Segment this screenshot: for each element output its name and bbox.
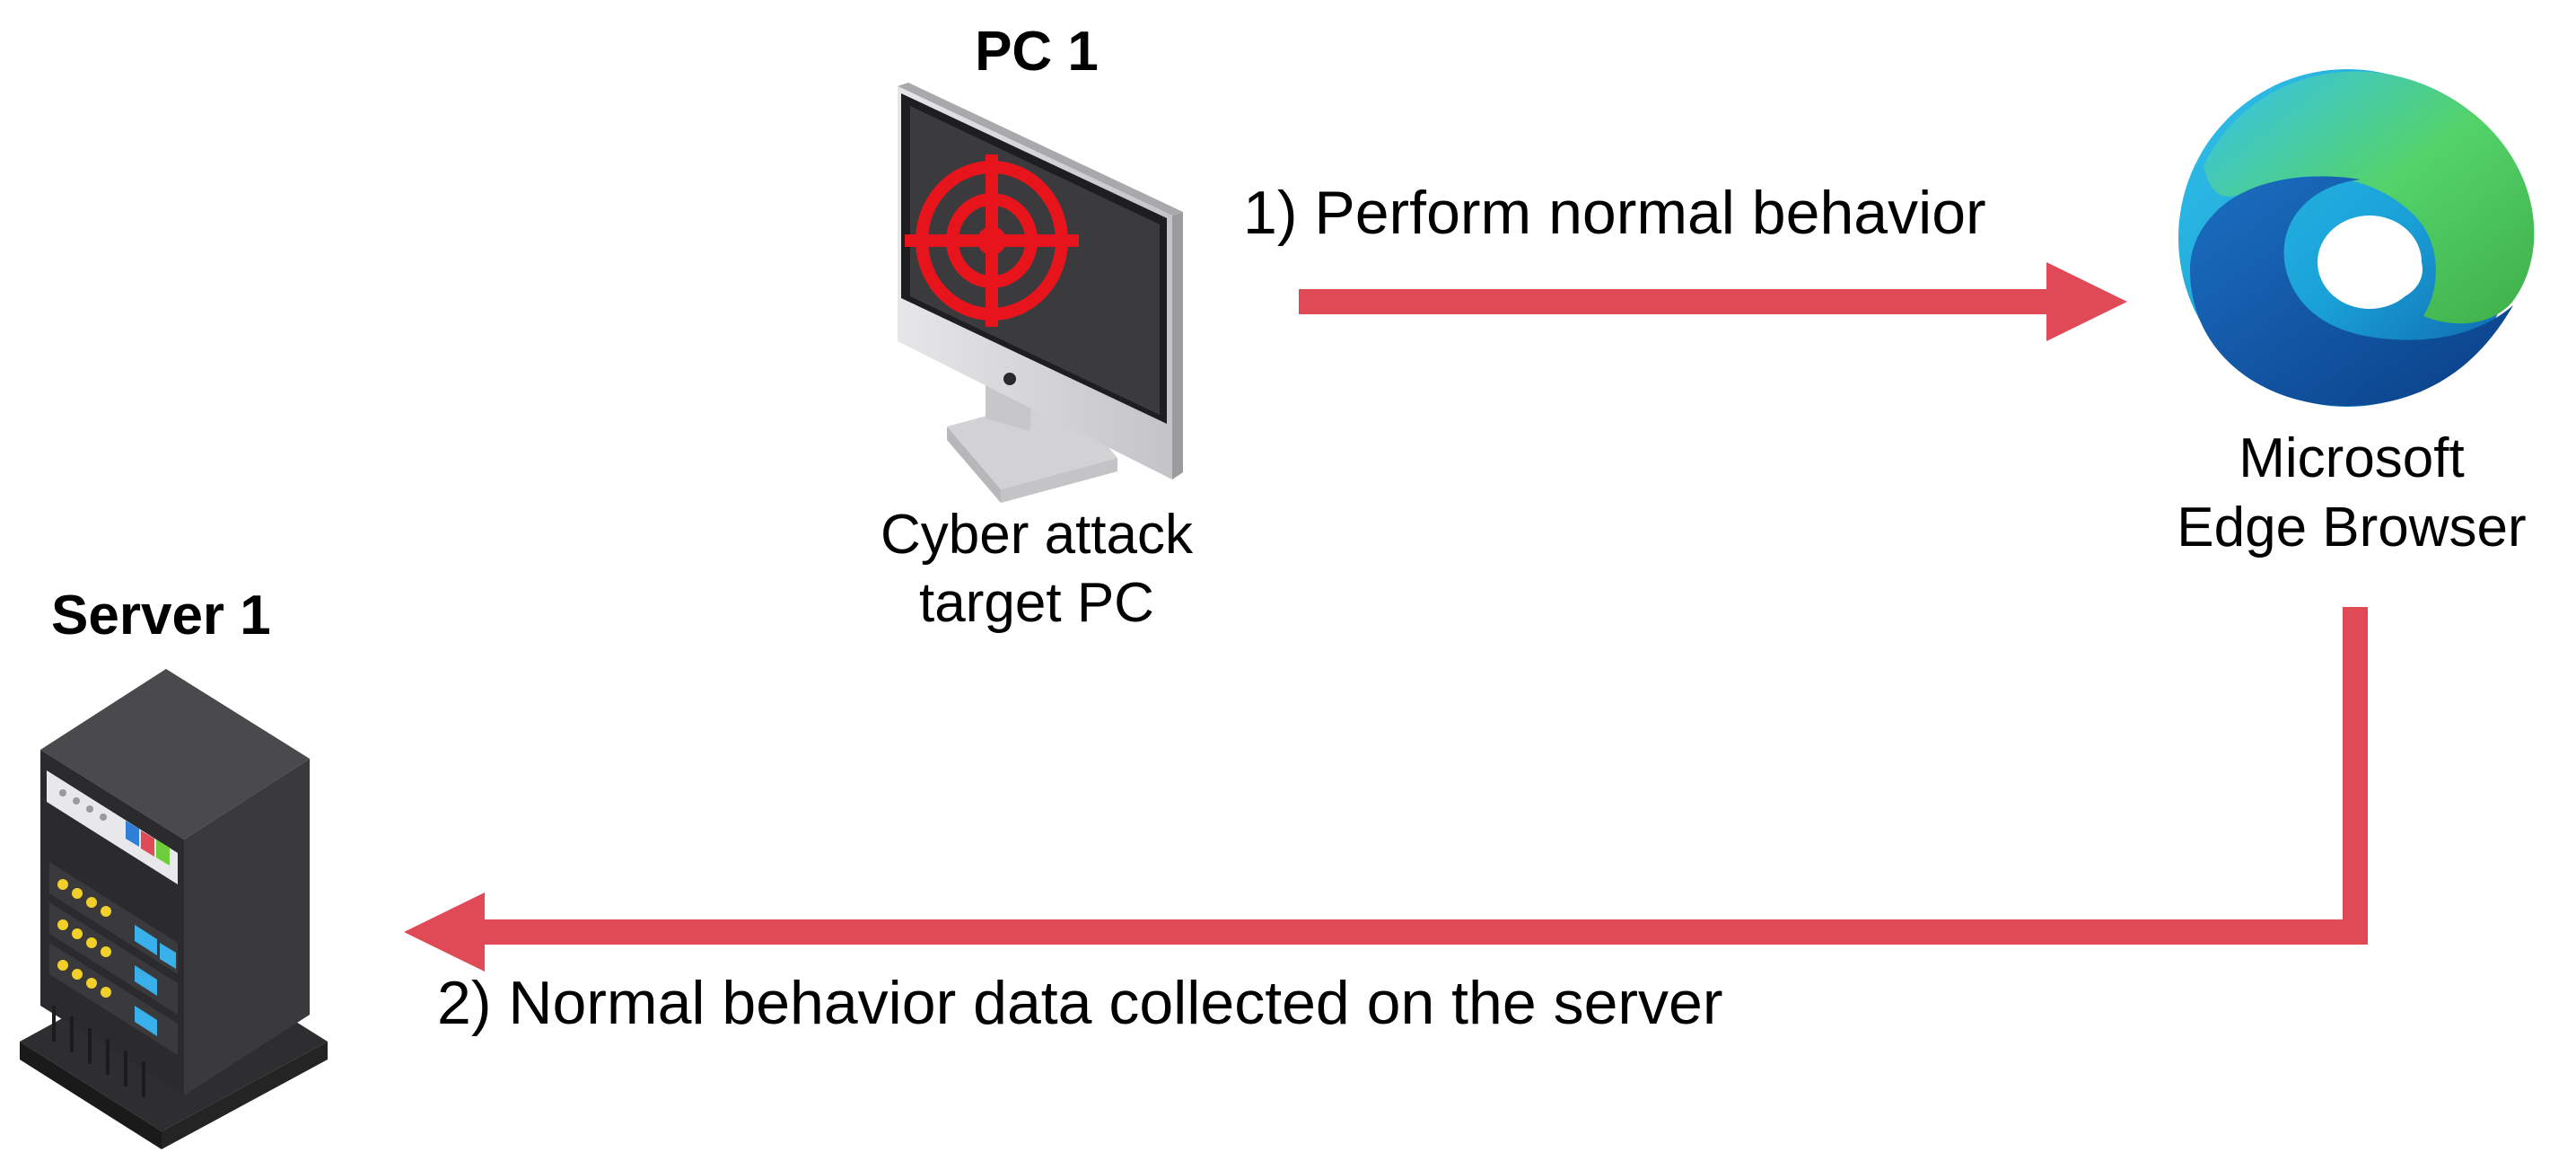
pc-caption-line1: Cyber attack <box>880 504 1194 566</box>
pc-title: PC 1 <box>975 21 1099 83</box>
server-rack-icon <box>20 669 328 1149</box>
server-title: Server 1 <box>51 585 271 646</box>
arrow-pc-to-browser <box>1299 262 2127 341</box>
arrow-browser-to-server <box>404 607 2368 972</box>
pc-caption-line2: target PC <box>919 572 1154 634</box>
browser-caption-line1: Microsoft <box>2239 427 2465 489</box>
step-2-label: 2) Normal behavior data collected on the… <box>437 969 1723 1037</box>
monitor-target-icon <box>898 83 1183 503</box>
step-1-label: 1) Perform normal behavior <box>1243 179 1986 247</box>
edge-browser-icon <box>2178 69 2535 407</box>
browser-caption-line2: Edge Browser <box>2177 497 2527 558</box>
